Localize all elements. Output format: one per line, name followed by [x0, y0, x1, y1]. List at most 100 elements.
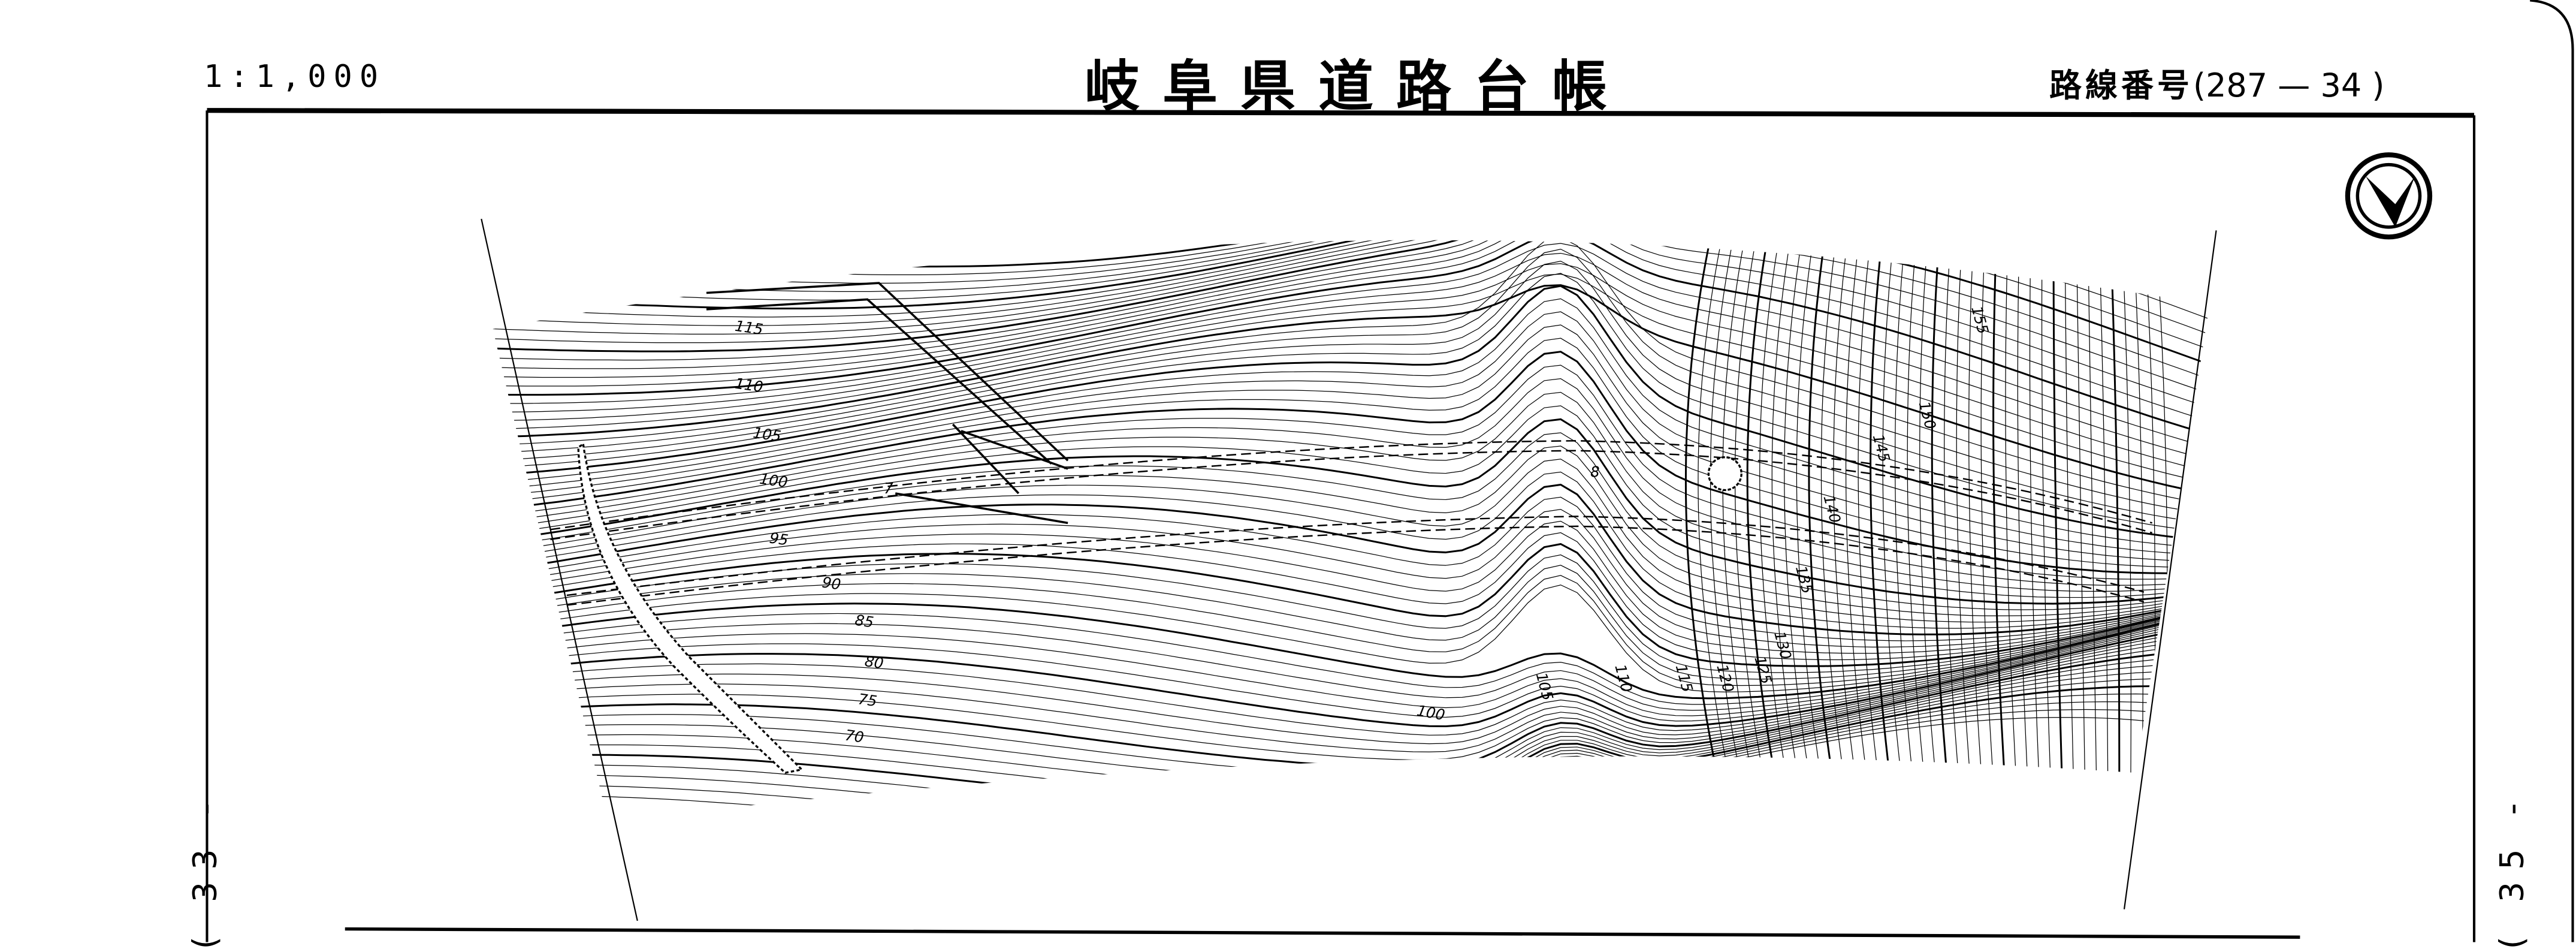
- contour: [493, 240, 2210, 402]
- contour: [493, 608, 2210, 705]
- contour: [493, 610, 2210, 711]
- contour-label: 125: [1751, 654, 1775, 686]
- contour: [1710, 246, 1741, 773]
- contour: [493, 240, 2210, 275]
- contour: [493, 248, 2210, 519]
- index-contour: [493, 418, 2210, 605]
- contour: [493, 364, 2210, 580]
- contour: [2157, 246, 2168, 773]
- contour: [493, 445, 2210, 616]
- contour: [493, 432, 2210, 610]
- contour: [493, 709, 2210, 823]
- contour: [493, 520, 2210, 654]
- contour-label: 120: [1713, 662, 1737, 694]
- index-contour: [493, 543, 2210, 667]
- contour: [493, 240, 2210, 329]
- contour: [493, 252, 2210, 467]
- contour: [493, 240, 2210, 292]
- contour-label: 110: [1611, 662, 1635, 694]
- contour: [1956, 246, 1970, 773]
- station-marker-7: 7: [884, 480, 893, 497]
- contour: [1944, 246, 1959, 773]
- contour: [1882, 246, 1901, 773]
- contour: [493, 459, 2210, 623]
- ridge-road: [706, 282, 1069, 525]
- contour: [493, 378, 2210, 586]
- contour: [493, 273, 2210, 489]
- contour: [493, 635, 2210, 752]
- contour: [493, 311, 2210, 556]
- contour: [493, 585, 2210, 692]
- contour: [2110, 246, 2121, 773]
- contour: [493, 617, 2210, 722]
- contour: [1870, 246, 1891, 773]
- contour: [493, 240, 2210, 388]
- contour: [493, 565, 2210, 680]
- frame-top: [207, 108, 2475, 118]
- route-number-label: 路線番号: [2049, 67, 2193, 104]
- contour: [1907, 246, 1925, 773]
- tree-symbol: [1707, 456, 1743, 492]
- contour: [2133, 246, 2144, 773]
- contour: [1820, 246, 1844, 773]
- contour: [2064, 246, 2074, 773]
- contour: [1784, 246, 1810, 773]
- contour: [1895, 246, 1913, 773]
- contour: [1746, 246, 1775, 773]
- contour: [493, 324, 2210, 562]
- contour-label: 85: [854, 611, 875, 631]
- map-scale: 1:1,000: [204, 59, 386, 95]
- contour-label: 90: [821, 574, 842, 593]
- contour: [493, 575, 2210, 686]
- contour: [493, 717, 2210, 823]
- contour: [1722, 246, 1752, 773]
- contour-label: 100: [1415, 701, 1446, 724]
- frame-bottom: [345, 927, 2300, 939]
- contour: [493, 240, 2210, 318]
- contour: [1845, 246, 1867, 773]
- contour-label: 145: [1870, 432, 1894, 464]
- index-contour: [493, 285, 2210, 543]
- match-line-left: [481, 218, 638, 921]
- contour-label: 135: [1792, 564, 1816, 595]
- contour-label: 95: [768, 529, 789, 549]
- contour: [493, 471, 2210, 629]
- contour: [2005, 246, 2016, 773]
- contour: [1992, 246, 2006, 773]
- sheet-edge: [2530, 0, 2574, 942]
- contour: [493, 625, 2210, 736]
- contour: [493, 630, 2210, 745]
- index-contour: [493, 602, 2210, 700]
- contour: [493, 260, 2210, 528]
- contour: [2041, 246, 2051, 773]
- contour-label: 80: [863, 652, 884, 672]
- contour: [493, 240, 2210, 510]
- contour: [1796, 246, 1821, 773]
- contour: [2088, 246, 2097, 773]
- contour: [1759, 246, 1786, 773]
- contour: [1833, 246, 1856, 773]
- contour: [493, 240, 2210, 284]
- contour: [1858, 246, 1879, 773]
- contour: [493, 508, 2210, 647]
- contour: [1968, 246, 1982, 773]
- contour: [493, 240, 2210, 416]
- road-dashed: [550, 440, 2152, 606]
- contour-label: 105: [752, 424, 783, 445]
- route-number: 路線番号(287 — 34 ): [2049, 59, 2384, 106]
- contour: [493, 613, 2210, 716]
- contour-label: 75: [857, 690, 878, 710]
- contour: [493, 405, 2210, 598]
- north-arrow-icon: [2345, 152, 2433, 240]
- contour: [493, 532, 2210, 661]
- contour: [493, 243, 2210, 455]
- contour: [493, 240, 2210, 301]
- contour: [1808, 246, 1833, 773]
- contour: [2122, 246, 2132, 773]
- contour: [493, 496, 2210, 641]
- contour: [493, 263, 2210, 478]
- contour: [1771, 246, 1798, 773]
- contour: [2052, 246, 2063, 773]
